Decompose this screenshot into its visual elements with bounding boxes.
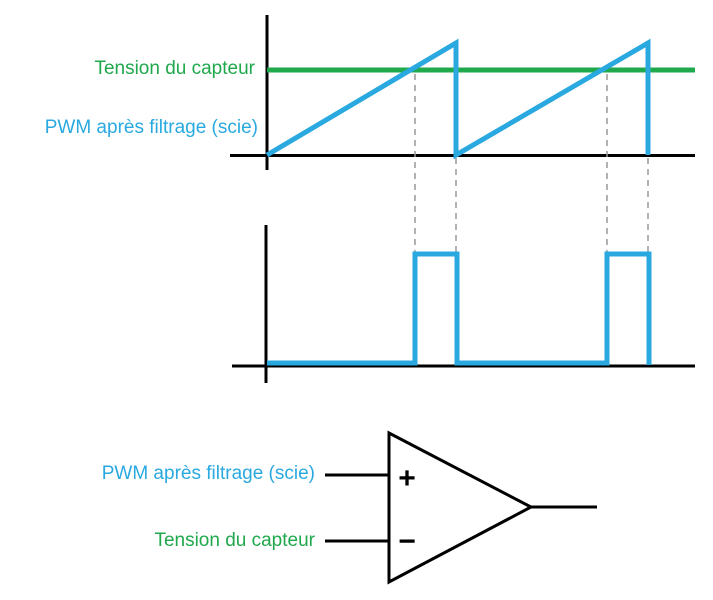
plus-sign: + bbox=[398, 462, 416, 495]
top-chart-sawtooth-label: PWM après filtrage (scie) bbox=[44, 117, 258, 138]
minus-sign: − bbox=[398, 525, 416, 558]
opamp-triangle bbox=[387, 430, 535, 585]
comparator-noninverting-label: PWM après filtrage (scie) bbox=[101, 463, 315, 484]
sawtooth-wave bbox=[265, 38, 651, 160]
pulse-chart bbox=[232, 225, 695, 383]
comparator-inverting-label: Tension du capteur bbox=[154, 530, 315, 551]
top-chart bbox=[230, 15, 695, 253]
pwm-pulse-wave bbox=[267, 251, 652, 366]
top-chart-threshold-label: Tension du capteur bbox=[94, 58, 255, 79]
comparator-symbol: + − bbox=[325, 430, 597, 585]
